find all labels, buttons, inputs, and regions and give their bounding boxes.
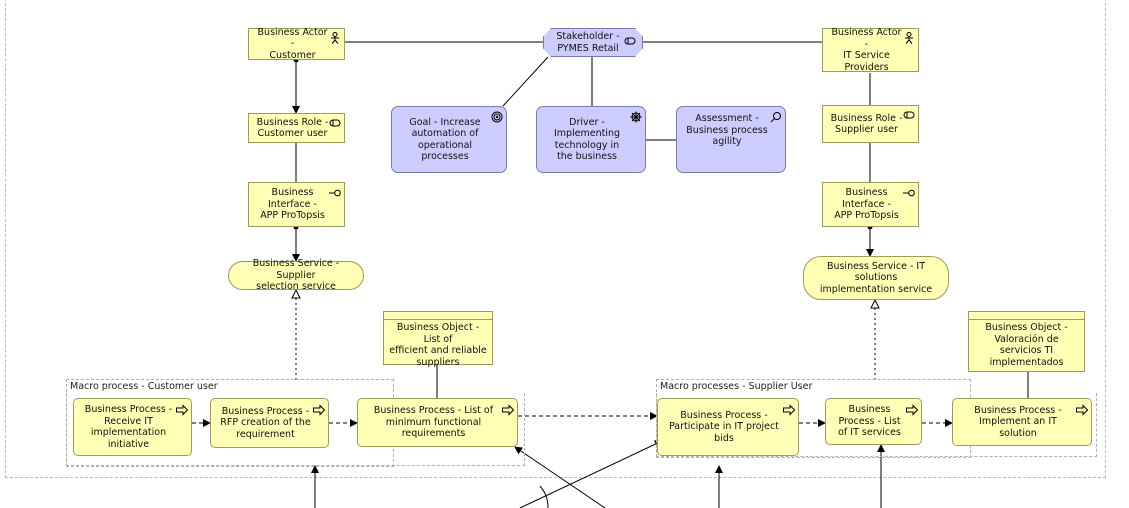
group-customer-label: Macro process - Customer user xyxy=(70,381,218,392)
actor-icon xyxy=(331,32,339,44)
process-services-label: Business Process - List of IT services xyxy=(838,404,901,439)
edge-stakeholder-goal xyxy=(502,56,549,107)
driver-label: Driver - Implementing technology in the … xyxy=(553,116,621,163)
interface-icon xyxy=(903,189,915,197)
business-actor-customer[interactable]: Business Actor - Customer xyxy=(248,26,345,61)
role-icon xyxy=(329,119,341,127)
process-list-label: Business Process - List of minimum funct… xyxy=(373,405,494,440)
trigger-participate xyxy=(519,440,663,508)
interface-left-label: Business Interface - APP ProTopsis xyxy=(260,187,325,222)
process-arrow-icon xyxy=(906,404,918,416)
role-supplier-label: Business Role - Supplier user xyxy=(830,112,903,136)
assessment-label: Assessment - Business process agility xyxy=(686,113,768,147)
business-service-it-solutions[interactable]: Business Service - IT solutions implemen… xyxy=(803,256,949,300)
business-interface-left[interactable]: Business Interface - APP ProTopsis xyxy=(248,182,345,227)
stakeholder-icon xyxy=(624,37,636,45)
process-participate-label: Business Process - Participate in IT pro… xyxy=(669,409,779,444)
goal-increase-automation[interactable]: Goal - Increase automation of operationa… xyxy=(391,106,507,173)
assessment-process-agility[interactable]: Assessment - Business process agility xyxy=(676,106,786,173)
assessment-search-icon xyxy=(770,112,781,123)
trigger-list xyxy=(514,446,606,508)
object-left-label: Business Object - List of efficient and … xyxy=(389,322,487,368)
actor-icon xyxy=(905,32,913,44)
process-minimum-requirements[interactable]: Business Process - List of minimum funct… xyxy=(357,398,518,447)
driver-wheel-icon xyxy=(630,111,642,123)
trigger-curve xyxy=(539,485,549,508)
business-actor-it-label: Business Actor - IT Service Providers xyxy=(831,27,902,73)
process-list-it-services[interactable]: Business Process - List of IT services xyxy=(825,398,922,445)
business-interface-right[interactable]: Business Interface - APP ProTopsis xyxy=(822,182,919,227)
diagram-frame xyxy=(5,0,1106,478)
process-arrow-icon xyxy=(502,404,514,416)
goal-target-icon xyxy=(491,111,503,123)
process-arrow-icon xyxy=(313,404,325,416)
service-left-label: Business Service - Supplier selection se… xyxy=(252,258,340,293)
process-arrow-icon xyxy=(176,404,188,416)
stakeholder-label: Stakeholder - PYMES Retail xyxy=(556,31,620,54)
process-rfp-label: Business Process - RFP creation of the r… xyxy=(220,405,311,440)
business-object-suppliers-list[interactable]: Business Object - List of efficient and … xyxy=(383,311,493,368)
business-actor-customer-label: Business Actor - Customer xyxy=(257,26,328,61)
role-customer-label: Business Role - Customer user xyxy=(256,116,329,140)
interface-icon xyxy=(329,189,341,197)
role-icon xyxy=(903,111,915,119)
service-right-label: Business Service - IT solutions implemen… xyxy=(819,260,933,295)
process-receive-initiative[interactable]: Business Process - Receive IT implementa… xyxy=(73,398,192,456)
driver-implementing-technology[interactable]: Driver - Implementing technology in the … xyxy=(536,106,646,173)
process-rfp-creation[interactable]: Business Process - RFP creation of the r… xyxy=(210,398,329,448)
business-service-supplier-selection[interactable]: Business Service - Supplier selection se… xyxy=(228,258,364,293)
business-role-supplier-user[interactable]: Business Role - Supplier user xyxy=(822,105,919,143)
business-object-valoracion[interactable]: Business Object - Valoración de servicio… xyxy=(968,311,1085,372)
goal-label: Goal - Increase automation of operationa… xyxy=(409,116,481,163)
process-arrow-icon xyxy=(783,404,795,416)
object-right-label: Business Object - Valoración de servicio… xyxy=(985,322,1068,368)
process-implement-label: Business Process - Implement an IT solut… xyxy=(974,404,1062,439)
stakeholder-pymes-retail[interactable]: Stakeholder - PYMES Retail xyxy=(543,28,643,57)
interface-right-label: Business Interface - APP ProTopsis xyxy=(834,187,899,222)
group-supplier-label: Macro processes - Supplier User xyxy=(660,381,813,392)
process-arrow-icon xyxy=(1076,404,1088,416)
process-participate-bids[interactable]: Business Process - Participate in IT pro… xyxy=(657,398,799,456)
business-actor-it-providers[interactable]: Business Actor - IT Service Providers xyxy=(822,27,919,73)
group-customer-ext xyxy=(66,393,525,466)
process-implement-solution[interactable]: Business Process - Implement an IT solut… xyxy=(952,398,1092,446)
group-supplier-ext xyxy=(656,393,1097,457)
process-receive-label: Business Process - Receive IT implementa… xyxy=(84,404,173,450)
business-role-customer-user[interactable]: Business Role - Customer user xyxy=(248,113,345,143)
